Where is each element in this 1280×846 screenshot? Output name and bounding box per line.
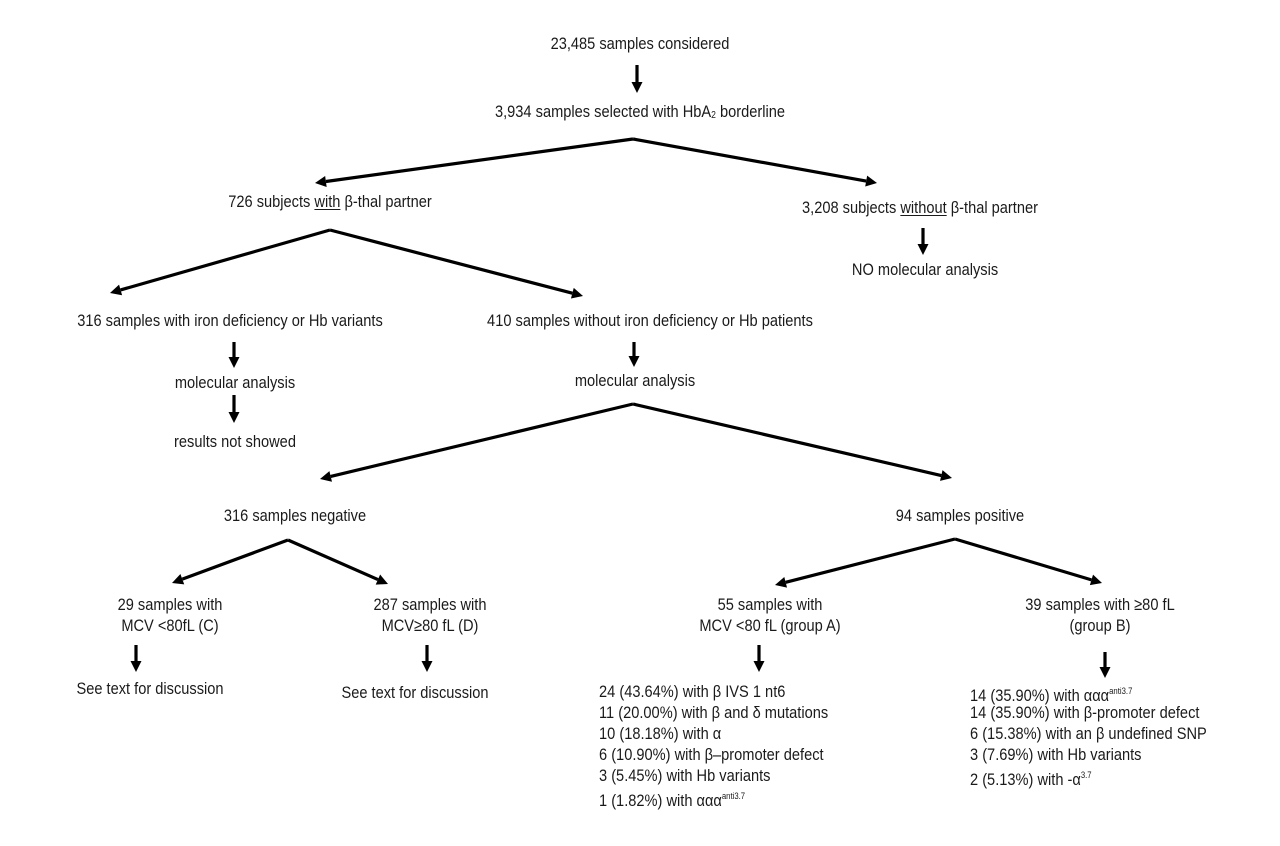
result-item: 14 (35.90%) with β-promoter defect <box>970 702 1207 723</box>
group-b-to-results-arrowhead <box>1099 667 1111 678</box>
result-item: 10 (18.18%) with α <box>599 723 828 744</box>
node-iron-deficiency-analysis: molecular analysis <box>174 373 296 392</box>
with-partner-split-left-arrow-line <box>120 228 331 292</box>
group-c-line1: 29 samples with <box>117 595 223 614</box>
selected-split-left-arrow-line <box>325 137 634 184</box>
iron-to-analysis-arrowhead <box>228 357 240 368</box>
group-b-line1: 39 samples with ≥80 fL <box>1025 595 1175 614</box>
result-text: 14 (35.90%) with ααα <box>970 686 1110 705</box>
selected-subscript: 2 <box>711 110 716 121</box>
positive-split-right-arrow-line <box>954 537 1092 582</box>
no-iron-to-analysis-arrowhead <box>628 356 640 367</box>
selected-suffix: borderline <box>715 102 786 121</box>
negative-split-right-arrow-line <box>287 538 379 582</box>
group-b-line2: (group B) <box>1069 616 1131 635</box>
positive-split-left-arrow-line <box>785 537 956 584</box>
result-text: 14 (35.90%) with β-promoter defect <box>970 703 1200 722</box>
result-text: 1 (1.82%) with ααα <box>599 791 722 810</box>
result-text: 11 (20.00%) with β and δ mutations <box>599 703 829 722</box>
result-superscript: 3.7 <box>1080 770 1092 780</box>
negative-split-right-arrow-arrowhead <box>375 574 388 585</box>
node-no-iron-deficiency: 410 samples without iron deficiency or H… <box>487 311 813 330</box>
node-group-d: 287 samples with MCV≥80 fL (D) <box>327 594 533 636</box>
result-item: 6 (10.90%) with β–promoter defect <box>599 744 828 765</box>
result-item: 6 (15.38%) with an β undefined SNP <box>970 723 1207 744</box>
node-selected-borderline: 3,934 samples selected with HbA2 borderl… <box>425 101 855 126</box>
analysis-split-left-arrow-line <box>330 402 634 478</box>
analysis-to-results-arrowhead <box>228 412 240 423</box>
result-item: 3 (5.45%) with Hb variants <box>599 765 828 786</box>
positive-split-left-arrow-arrowhead <box>775 576 788 588</box>
group-a-results: 24 (43.64%) with β IVS 1 nt6 11 (20.00%) … <box>599 681 828 810</box>
node-positive: 94 samples positive <box>895 506 1025 525</box>
negative-split-left-arrow-arrowhead <box>172 574 185 585</box>
node-negative: 316 samples negative <box>223 506 367 525</box>
group-a-line1: 55 samples with <box>717 595 823 614</box>
selected-split-right-arrow-arrowhead <box>865 175 877 187</box>
with-partner-suffix: β-thal partner <box>340 192 432 211</box>
selected-prefix: 3,934 samples selected with HbA <box>494 102 712 121</box>
result-item: 14 (35.90%) with αααanti3.7 <box>970 681 1207 705</box>
group-a-to-results-arrowhead <box>753 661 765 672</box>
node-group-b: 39 samples with ≥80 fL (group B) <box>980 594 1221 636</box>
analysis-split-left-arrow-arrowhead <box>320 471 332 482</box>
node-group-d-result: See text for discussion <box>341 683 489 702</box>
analysis-split-right-arrow-arrowhead <box>940 470 952 481</box>
result-superscript: anti3.7 <box>1109 686 1133 696</box>
with-partner-split-right-arrow-line <box>329 228 573 295</box>
group-d-line1: 287 samples with <box>373 595 487 614</box>
with-partner-split-left-arrow-arrowhead <box>110 284 123 296</box>
node-group-a: 55 samples with MCV <80 fL (group A) <box>650 594 891 636</box>
result-item: 11 (20.00%) with β and δ mutations <box>599 702 828 723</box>
result-item: 24 (43.64%) with β IVS 1 nt6 <box>599 681 828 702</box>
result-text: 3 (5.45%) with Hb variants <box>599 766 771 785</box>
result-item: 1 (1.82%) with αααanti3.7 <box>599 786 828 810</box>
without-partner-emphasis: without <box>900 198 947 217</box>
node-no-iron-deficiency-analysis: molecular analysis <box>574 371 696 390</box>
group-d-line2: MCV≥80 fL (D) <box>381 616 479 635</box>
result-text: 24 (43.64%) with β IVS 1 nt6 <box>599 682 786 701</box>
group-c-to-result-arrowhead <box>130 661 142 672</box>
node-group-c: 29 samples with MCV <80fL (C) <box>67 594 273 636</box>
result-item: 3 (7.69%) with Hb variants <box>970 744 1207 765</box>
without-partner-suffix: β-thal partner <box>946 198 1038 217</box>
node-without-partner: 3,208 subjects without β-thal partner <box>791 197 1049 218</box>
without-partner-prefix: 3,208 subjects <box>802 198 901 217</box>
result-superscript: anti3.7 <box>721 791 746 801</box>
with-partner-emphasis: with <box>314 192 341 211</box>
group-a-line2: MCV <80 fL (group A) <box>699 616 841 635</box>
selected-split-left-arrow-arrowhead <box>315 176 327 187</box>
result-text: 6 (15.38%) with an β undefined SNP <box>970 724 1207 743</box>
node-root: 23,485 samples considered <box>550 34 730 53</box>
group-d-to-result-arrowhead <box>421 661 433 672</box>
node-with-partner: 726 subjects with β-thal partner <box>201 191 459 212</box>
positive-split-right-arrow-arrowhead <box>1089 574 1102 586</box>
result-text: 10 (18.18%) with α <box>599 724 722 743</box>
without-to-no-analysis-arrowhead <box>917 244 929 255</box>
with-partner-prefix: 726 subjects <box>228 192 315 211</box>
group-c-line2: MCV <80fL (C) <box>121 616 219 635</box>
selected-split-right-arrow-line <box>632 137 867 183</box>
result-text: 6 (10.90%) with β–promoter defect <box>599 745 824 764</box>
with-partner-split-right-arrow-arrowhead <box>570 287 583 299</box>
result-text: 3 (7.69%) with Hb variants <box>970 745 1142 764</box>
result-text: 2 (5.13%) with -α <box>970 770 1081 789</box>
negative-split-left-arrow-line <box>181 538 289 581</box>
node-group-c-result: See text for discussion <box>76 679 224 698</box>
result-item: 2 (5.13%) with -α3.7 <box>970 765 1207 789</box>
analysis-split-right-arrow-line <box>632 402 942 478</box>
root-to-selected-arrowhead <box>631 82 643 93</box>
node-results-not-showed: results not showed <box>174 432 296 451</box>
node-no-molecular-analysis: NO molecular analysis <box>851 260 999 279</box>
node-iron-deficiency: 316 samples with iron deficiency or Hb v… <box>77 311 383 330</box>
